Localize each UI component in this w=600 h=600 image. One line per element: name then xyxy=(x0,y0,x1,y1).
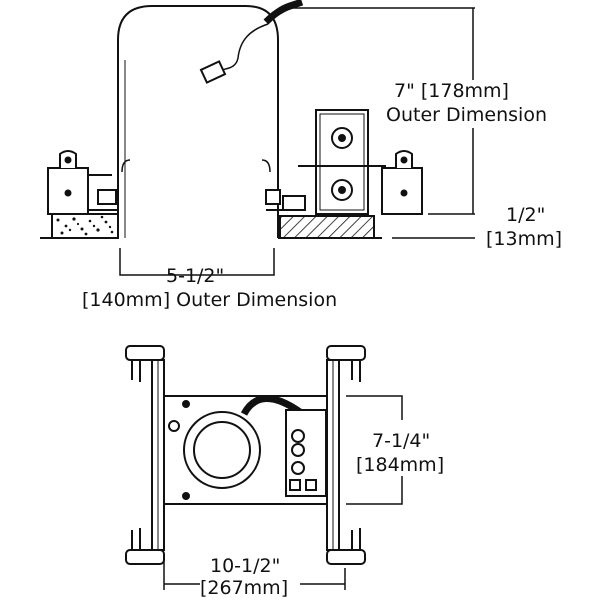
frame-depth-label-2: [184mm] xyxy=(356,454,445,476)
frame-width-label-2: [267mm] xyxy=(200,577,289,599)
width-dim-label-2: [140mm] Outer Dimension xyxy=(82,289,338,311)
height-dim-label-2: Outer Dimension xyxy=(386,104,547,126)
width-dim-bracket xyxy=(119,248,275,276)
ceiling-dim-label-1: 1/2" xyxy=(506,204,546,226)
frame-depth-label-1: 7-1/4" xyxy=(372,430,431,452)
clip-bottom-left xyxy=(125,528,165,565)
clip-top-left xyxy=(125,345,165,382)
width-dim-label-1: 5-1/2" xyxy=(166,265,225,287)
aperture-outer xyxy=(183,411,261,489)
frame-depth-dim xyxy=(346,395,403,420)
wire-connector xyxy=(199,60,227,84)
frame-width-label-1: 10-1/2" xyxy=(210,555,281,577)
clip-top-right xyxy=(326,345,366,382)
top-view xyxy=(125,345,403,590)
flex-conduit-top xyxy=(240,395,303,416)
flex-conduit xyxy=(263,0,304,25)
aperture-inner xyxy=(193,421,251,479)
housing-can xyxy=(117,5,279,238)
ceiling-dim-label-2: [13mm] xyxy=(486,228,563,250)
wire xyxy=(221,23,269,71)
clip-bottom-right xyxy=(326,528,366,565)
height-dim-label-1: 7" [178mm] xyxy=(394,80,509,102)
right-ceiling-section xyxy=(279,215,375,239)
side-view xyxy=(40,0,475,276)
ceiling-texture xyxy=(56,215,114,236)
